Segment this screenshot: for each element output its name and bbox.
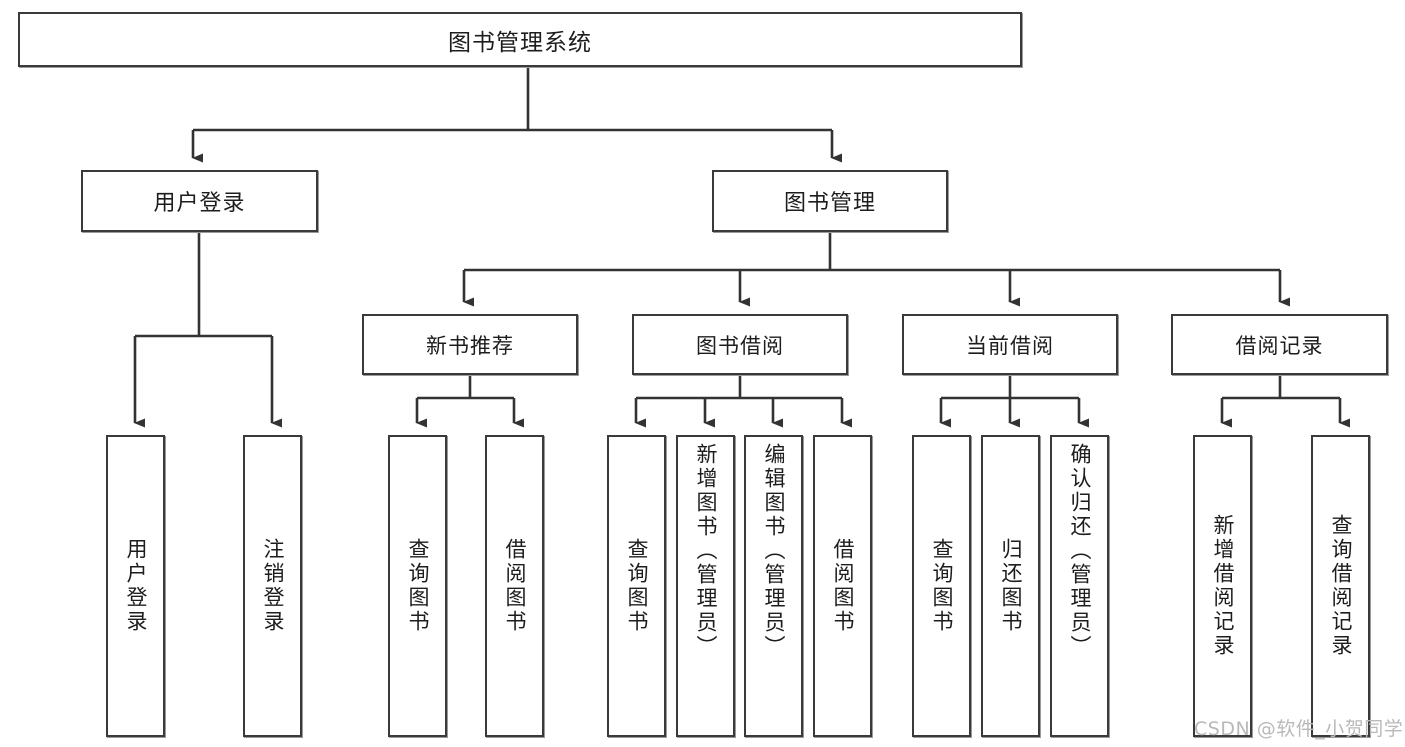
leaf-user-login[interactable]: 用户登录 <box>106 435 165 737</box>
leaf-query-book-borrow[interactable]: 查询图书 <box>607 435 666 737</box>
leaf-add-borrow-record-label: 新增借阅记录 <box>1211 514 1235 658</box>
node-current-borrow[interactable]: 当前借阅 <box>902 314 1118 375</box>
node-borrow-record-label: 借阅记录 <box>1235 333 1324 358</box>
leaf-borrow-book-recommend[interactable]: 借阅图书 <box>485 435 544 737</box>
leaf-return-book[interactable]: 归还图书 <box>981 435 1040 737</box>
leaf-query-borrow-record[interactable]: 查询借阅记录 <box>1311 435 1370 737</box>
leaf-query-book-current-label: 查询图书 <box>930 538 954 634</box>
leaf-add-borrow-record[interactable]: 新增借阅记录 <box>1193 435 1252 737</box>
leaf-borrow-book-label: 借阅图书 <box>831 538 855 634</box>
leaf-confirm-return-admin-label: 确认归还（管理员） <box>1068 443 1092 659</box>
node-user-login[interactable]: 用户登录 <box>81 170 318 232</box>
node-book-management[interactable]: 图书管理 <box>712 170 948 232</box>
leaf-query-book-recommend-label: 查询图书 <box>406 538 430 634</box>
node-book-borrow[interactable]: 图书借阅 <box>632 314 848 375</box>
node-new-book-recommendation[interactable]: 新书推荐 <box>362 314 578 375</box>
leaf-add-book-admin-label: 新增图书（管理员） <box>694 443 718 659</box>
leaf-user-login-label: 用户登录 <box>124 538 148 634</box>
node-root[interactable]: 图书管理系统 <box>18 12 1022 67</box>
leaf-logout-label: 注销登录 <box>261 538 285 634</box>
leaf-borrow-book[interactable]: 借阅图书 <box>813 435 872 737</box>
node-new-book-recommendation-label: 新书推荐 <box>426 333 514 358</box>
leaf-query-book-current[interactable]: 查询图书 <box>912 435 971 737</box>
leaf-return-book-label: 归还图书 <box>999 538 1023 634</box>
csdn-watermark: CSDN @软件_小贺同学 <box>1194 718 1404 740</box>
node-root-label: 图书管理系统 <box>448 29 592 56</box>
node-borrow-record[interactable]: 借阅记录 <box>1171 314 1388 375</box>
node-current-borrow-label: 当前借阅 <box>966 333 1054 358</box>
node-book-borrow-label: 图书借阅 <box>696 333 784 358</box>
leaf-query-book-borrow-label: 查询图书 <box>625 538 649 634</box>
leaf-query-borrow-record-label: 查询借阅记录 <box>1329 514 1353 658</box>
node-book-management-label: 图书管理 <box>783 191 876 216</box>
leaf-query-book-recommend[interactable]: 查询图书 <box>388 435 447 737</box>
leaf-borrow-book-recommend-label: 借阅图书 <box>503 538 527 634</box>
leaf-edit-book-admin-label: 编辑图书（管理员） <box>762 443 786 659</box>
leaf-edit-book-admin[interactable]: 编辑图书（管理员） <box>744 435 803 737</box>
leaf-logout[interactable]: 注销登录 <box>243 435 302 737</box>
node-user-login-label: 用户登录 <box>153 191 246 216</box>
leaf-confirm-return-admin[interactable]: 确认归还（管理员） <box>1050 435 1109 737</box>
leaf-add-book-admin[interactable]: 新增图书（管理员） <box>676 435 735 737</box>
